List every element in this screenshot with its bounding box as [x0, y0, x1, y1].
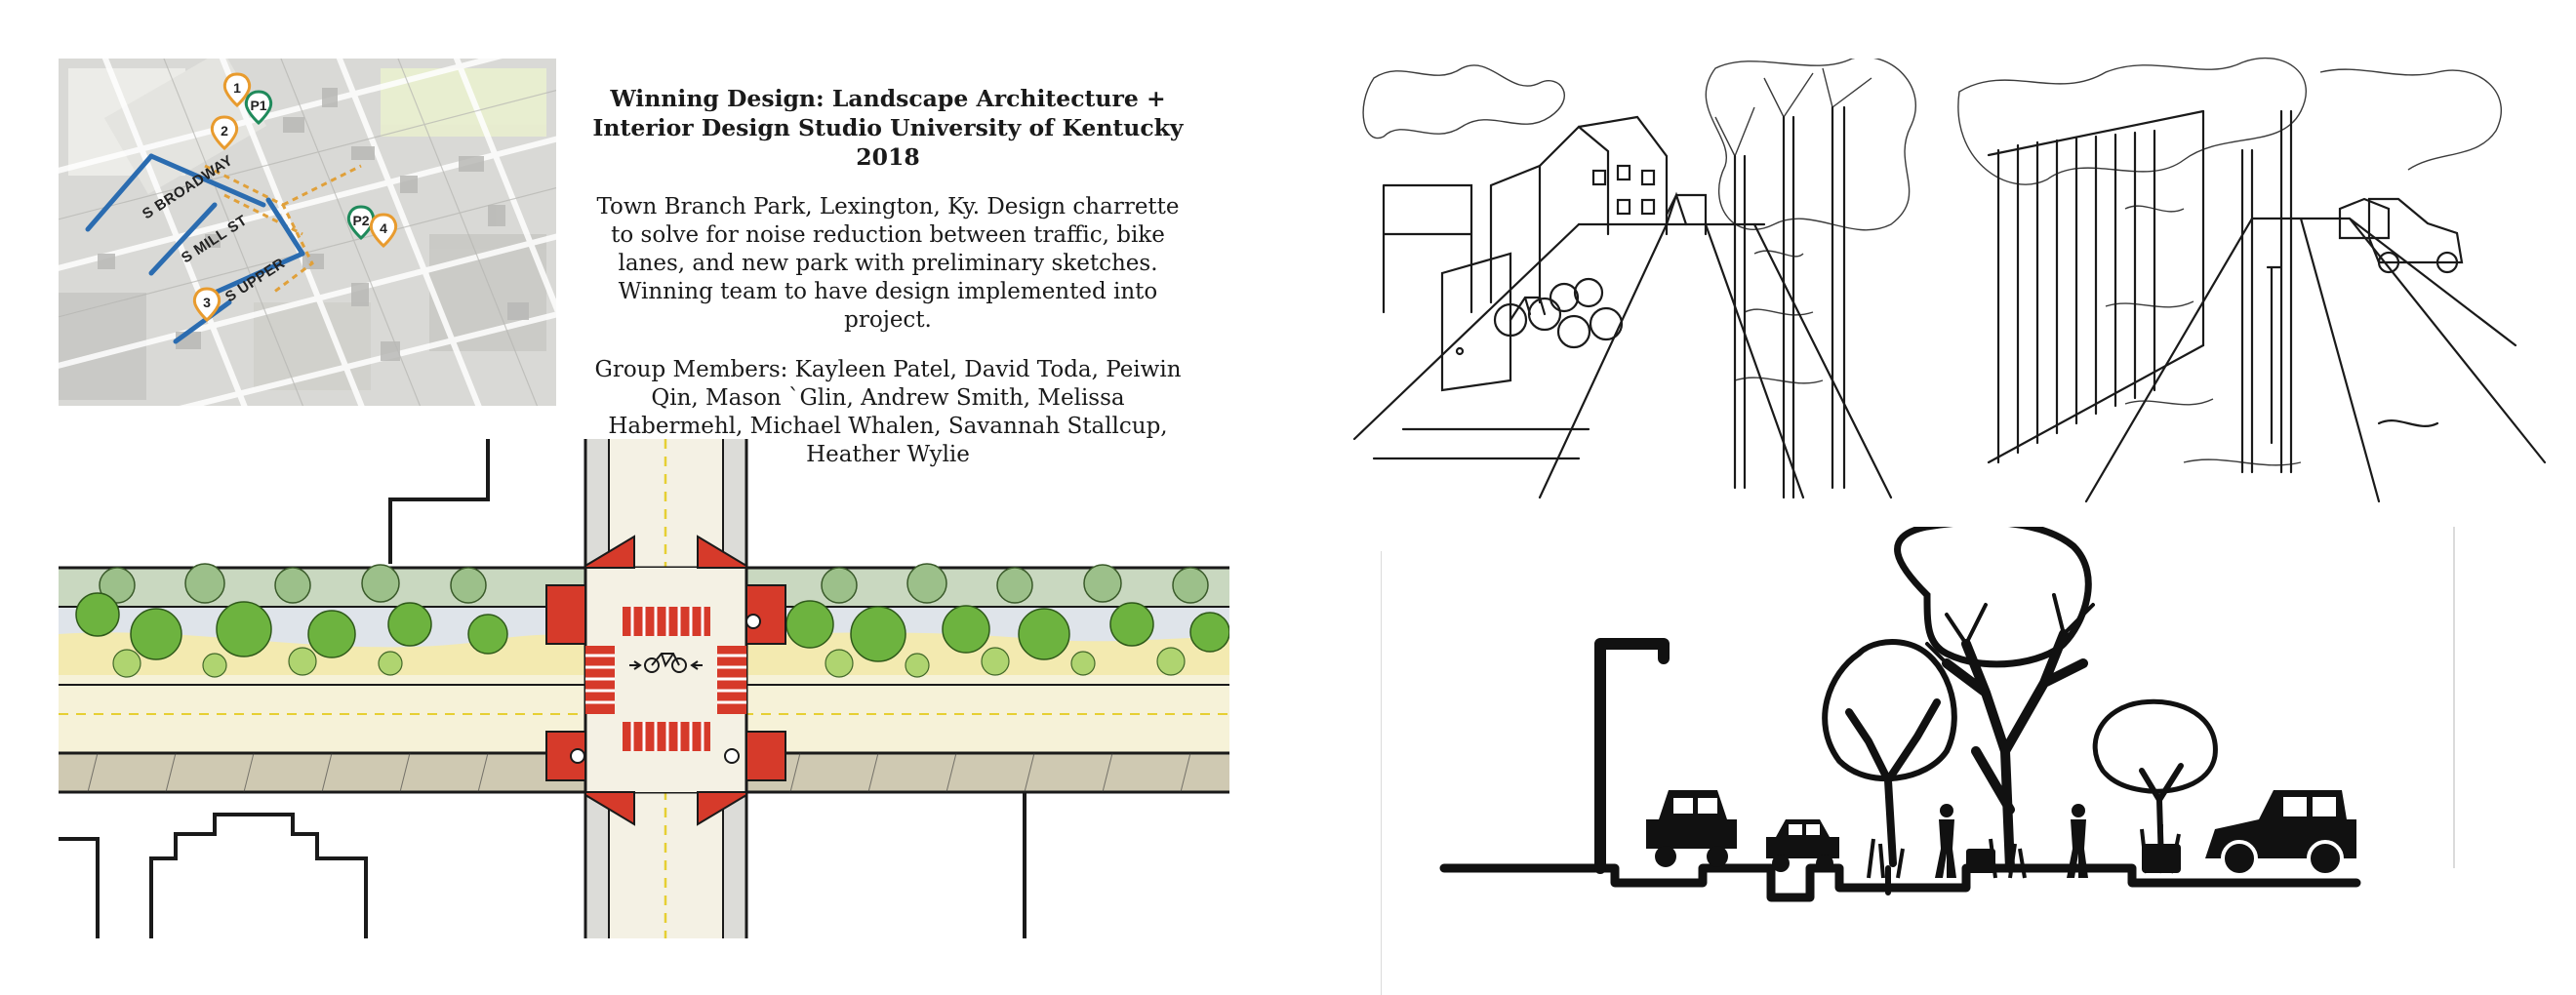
map-pin-label: 2 — [221, 123, 228, 139]
map-pin-2[interactable]: 2 — [210, 115, 239, 151]
site-map: S BROADWAY S MILL ST S UPPER 1 P1 2 P2 4… — [59, 59, 556, 406]
street-perspective-sketch-1 — [1345, 59, 1930, 507]
pedestrian-icon — [1935, 804, 1956, 878]
sketch-1-graphic — [1352, 59, 1916, 499]
site-map-graphic: S BROADWAY S MILL ST S UPPER 1 P1 2 P2 4… — [59, 59, 556, 406]
map-pin-3[interactable]: 3 — [192, 287, 221, 323]
sketch-2-graphic — [1957, 58, 2547, 503]
signal-icon — [724, 748, 740, 764]
project-title: Winning Design: Landscape Architecture +… — [592, 85, 1184, 171]
project-description: Town Branch Park, Lexington, Ky. Design … — [596, 194, 1180, 333]
street-perspective-sketch-2 — [1930, 53, 2550, 526]
site-plan-graphic — [59, 439, 1229, 938]
map-pin-label: P1 — [250, 98, 266, 113]
jeep-icon — [2205, 790, 2356, 877]
section-graphic — [1381, 527, 2455, 995]
car-icon — [1766, 819, 1839, 872]
map-pin-label: 4 — [380, 220, 387, 236]
car-icon — [1646, 790, 1737, 867]
signal-icon — [745, 614, 761, 629]
site-plan-drawing — [59, 439, 1229, 938]
map-pin-p2[interactable]: P2 — [346, 205, 376, 241]
signal-icon — [570, 748, 585, 764]
bike-crossing-icon — [629, 653, 703, 673]
map-pin-4[interactable]: 4 — [369, 213, 398, 249]
tree-icon — [2092, 698, 2218, 866]
map-pin-label: 3 — [203, 295, 211, 310]
map-pin-label: 1 — [233, 80, 241, 96]
project-description-block: Winning Design: Landscape Architecture +… — [585, 84, 1190, 469]
group-members: Group Members: Kayleen Patel, David Toda… — [594, 357, 1182, 467]
street-section-drawing — [1381, 527, 2483, 995]
tree-icon — [1894, 527, 2095, 873]
map-pin-label: P2 — [352, 213, 369, 228]
pedestrian-icon — [2067, 804, 2088, 878]
map-pin-p1[interactable]: P1 — [244, 90, 273, 126]
map-pin-1[interactable]: 1 — [222, 72, 252, 108]
tree-icon — [1822, 639, 1957, 867]
